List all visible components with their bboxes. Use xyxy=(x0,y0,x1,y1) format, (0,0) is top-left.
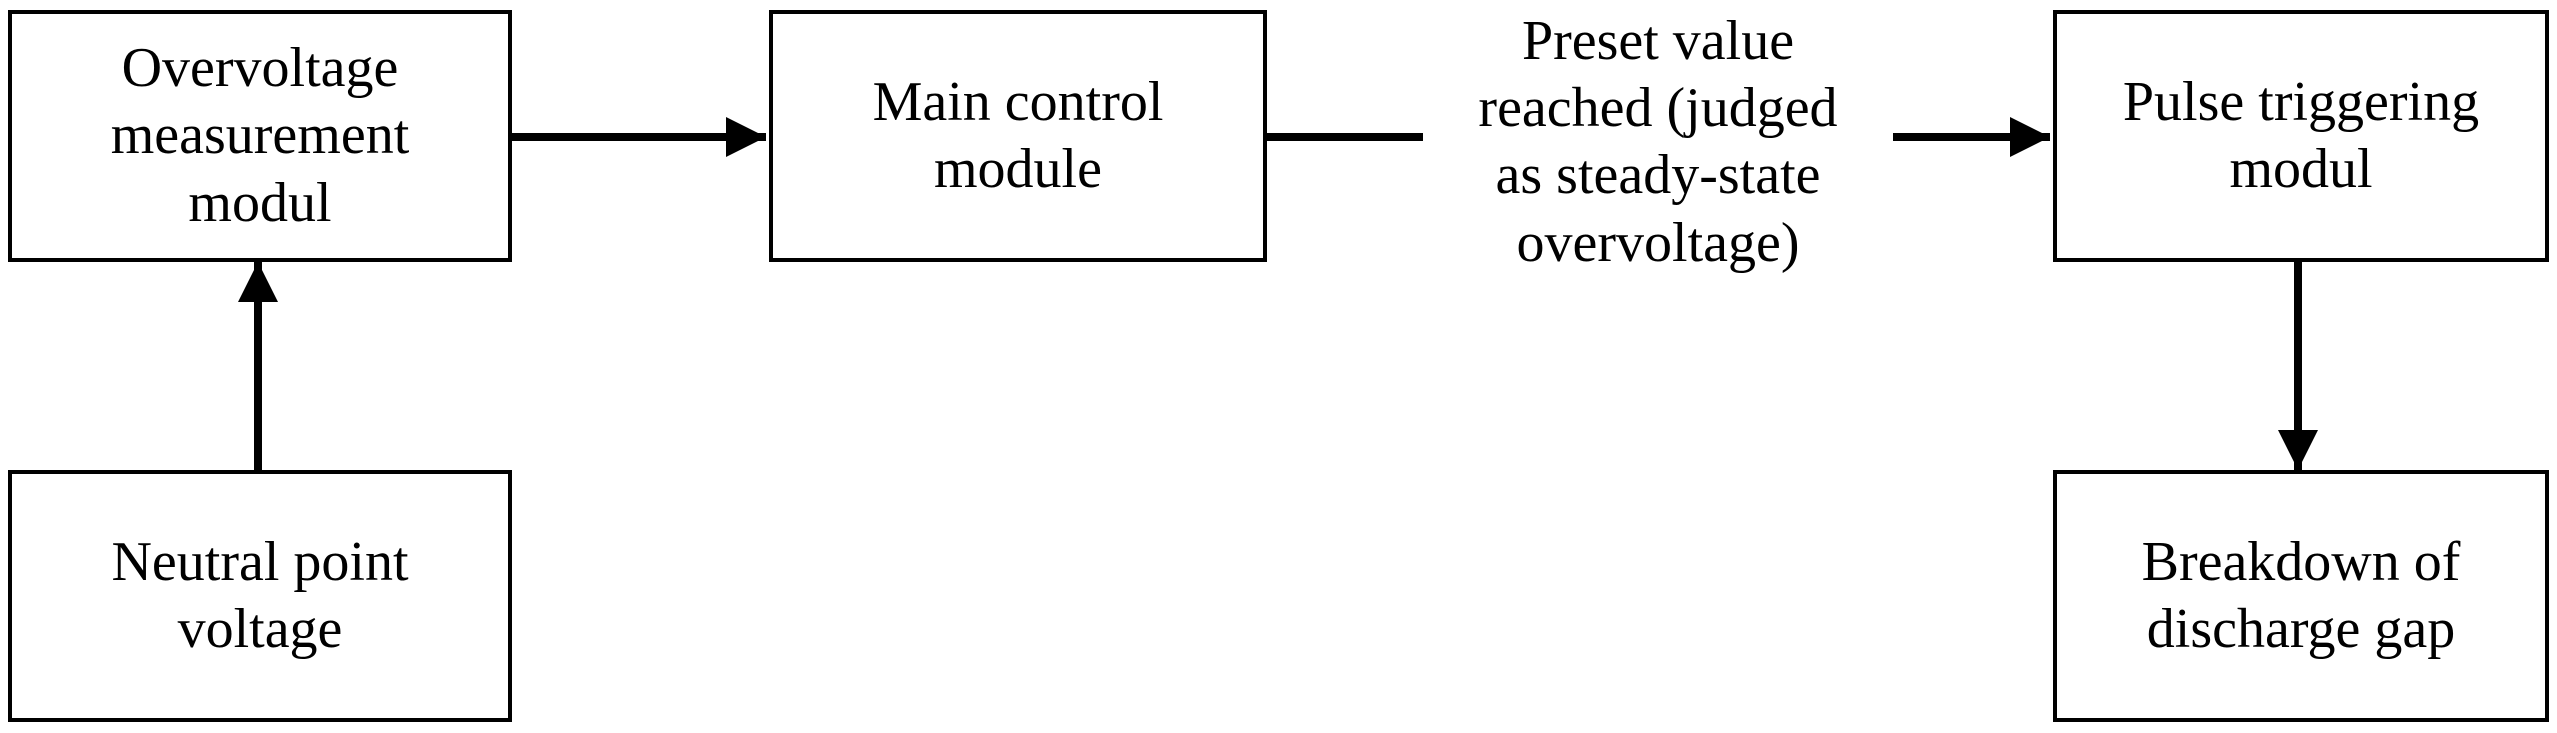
breakdown-label: Breakdown of discharge gap xyxy=(2141,530,2461,660)
main-control-box: Main control module xyxy=(769,10,1267,262)
neutral-point-box: Neutral point voltage xyxy=(8,470,512,722)
neutral-point-label: Neutral point voltage xyxy=(111,530,409,660)
overvoltage-measurement-box: Overvoltage measurement modul xyxy=(8,10,512,262)
main-control-label: Main control module xyxy=(872,70,1164,200)
edge-condition-label: Preset value reached (judged as steady-s… xyxy=(1478,10,1838,274)
pulse-triggering-box: Pulse triggering modul xyxy=(2053,10,2549,262)
pulse-triggering-label: Pulse triggering modul xyxy=(2122,70,2480,200)
overvoltage-measurement-label: Overvoltage measurement modul xyxy=(110,37,410,234)
breakdown-box: Breakdown of discharge gap xyxy=(2053,470,2549,722)
